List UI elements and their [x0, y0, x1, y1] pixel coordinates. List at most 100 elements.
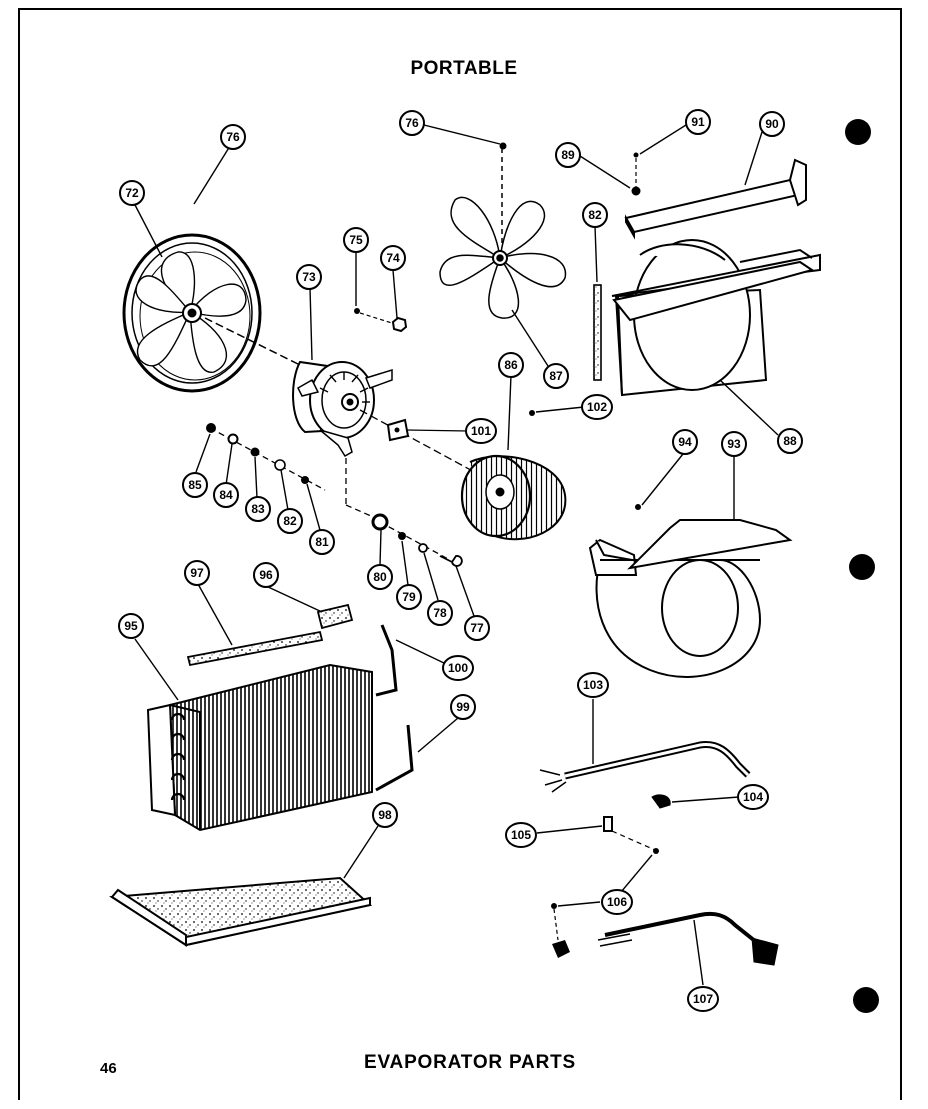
drain-pan-98 — [109, 876, 373, 947]
callout-85: 85 — [182, 472, 208, 498]
callout-bubble — [759, 111, 785, 137]
callout-107: 107 — [687, 986, 719, 1012]
callout-label: 106 — [607, 895, 627, 909]
callout-bubble — [184, 560, 210, 586]
nut-85 — [206, 423, 216, 433]
callout-label: 103 — [583, 678, 603, 692]
callout-bubble — [182, 472, 208, 498]
grommet-80 — [371, 513, 389, 531]
callout-label: 78 — [433, 606, 447, 620]
callout-76: 76 — [220, 124, 246, 150]
callout-label: 98 — [378, 808, 392, 822]
callout-label: 83 — [251, 502, 265, 516]
nut-90 — [631, 186, 641, 196]
callout-106: 106 — [601, 889, 633, 915]
nut-79 — [398, 532, 406, 540]
callout-102: 102 — [581, 394, 613, 420]
callout-label: 100 — [448, 661, 468, 675]
callout-73: 73 — [296, 264, 322, 290]
callout-label: 85 — [188, 478, 202, 492]
nut-74 — [391, 316, 408, 333]
callout-label: 80 — [373, 570, 387, 584]
callout-bubble — [582, 202, 608, 228]
callout-bubble — [253, 562, 279, 588]
callout-82: 82 — [277, 508, 303, 534]
callout-bubble — [380, 245, 406, 271]
callout-label: 93 — [727, 437, 741, 451]
callout-bubble — [601, 889, 633, 915]
page-title: PORTABLE — [410, 58, 518, 79]
callout-bubble — [721, 431, 747, 457]
screw-91 — [633, 152, 639, 158]
callout-78: 78 — [427, 600, 453, 626]
binder-hole-middle — [849, 554, 875, 580]
callout-label: 84 — [219, 488, 233, 502]
callout-72: 72 — [119, 180, 145, 206]
blower-housing-93 — [588, 519, 793, 678]
callout-bubble — [118, 613, 144, 639]
callout-88: 88 — [777, 428, 803, 454]
callout-87: 87 — [543, 363, 569, 389]
callout-label: 76 — [226, 130, 240, 144]
callout-label: 77 — [470, 621, 484, 635]
callout-bubble — [213, 482, 239, 508]
blower-wheel-86 — [460, 454, 567, 541]
screw-75 — [354, 308, 360, 314]
callout-76: 76 — [399, 110, 425, 136]
callout-bubble — [427, 600, 453, 626]
callout-bubble — [505, 822, 537, 848]
callout-75: 75 — [343, 227, 369, 253]
callout-label: 81 — [315, 535, 329, 549]
callout-bubble — [296, 264, 322, 290]
callout-86: 86 — [498, 352, 524, 378]
callout-label: 82 — [588, 208, 602, 222]
callout-label: 90 — [765, 117, 779, 131]
page-number: 46 — [100, 1060, 117, 1077]
screw-94 — [635, 504, 641, 510]
callout-bubble — [543, 363, 569, 389]
callout-label: 104 — [743, 790, 763, 804]
callout-bubble — [245, 496, 271, 522]
pipe-100 — [375, 624, 398, 697]
callout-105: 105 — [505, 822, 537, 848]
fan-shroud-72 — [122, 233, 262, 393]
callout-label: 86 — [504, 358, 518, 372]
callout-99: 99 — [450, 694, 476, 720]
callout-label: 73 — [302, 270, 316, 284]
clip-104 — [651, 794, 671, 809]
callout-label: 87 — [549, 369, 563, 383]
callout-label: 96 — [259, 568, 273, 582]
callout-label: 89 — [561, 148, 575, 162]
callout-91: 91 — [685, 109, 711, 135]
pipe-99 — [375, 724, 414, 792]
callout-77: 77 — [464, 615, 490, 641]
shaft-rod-82 — [593, 284, 602, 381]
callout-label: 107 — [693, 992, 713, 1006]
callout-leaders — [133, 124, 779, 986]
footer-title: EVAPORATOR PARTS — [364, 1052, 576, 1073]
washer-84 — [227, 433, 239, 445]
callout-bubble — [465, 418, 497, 444]
callout-bubble — [343, 227, 369, 253]
evaporator-coil-95 — [146, 663, 373, 832]
callout-label: 97 — [190, 566, 204, 580]
callout-104: 104 — [737, 784, 769, 810]
callout-79: 79 — [396, 584, 422, 610]
nut-83 — [250, 447, 260, 457]
callout-bubble — [309, 529, 335, 555]
callout-89: 89 — [555, 142, 581, 168]
page-border — [18, 8, 902, 1100]
screw-106 — [653, 848, 659, 854]
callout-bubble — [442, 655, 474, 681]
block-96 — [316, 603, 354, 630]
callout-label: 95 — [124, 619, 138, 633]
callout-83: 83 — [245, 496, 271, 522]
callout-label: 99 — [456, 700, 470, 714]
fan-blade-87 — [439, 148, 567, 319]
callout-label: 74 — [386, 251, 400, 265]
callout-bubble — [672, 429, 698, 455]
callout-bubble — [777, 428, 803, 454]
callout-80: 80 — [367, 564, 393, 590]
callout-label: 79 — [402, 590, 416, 604]
